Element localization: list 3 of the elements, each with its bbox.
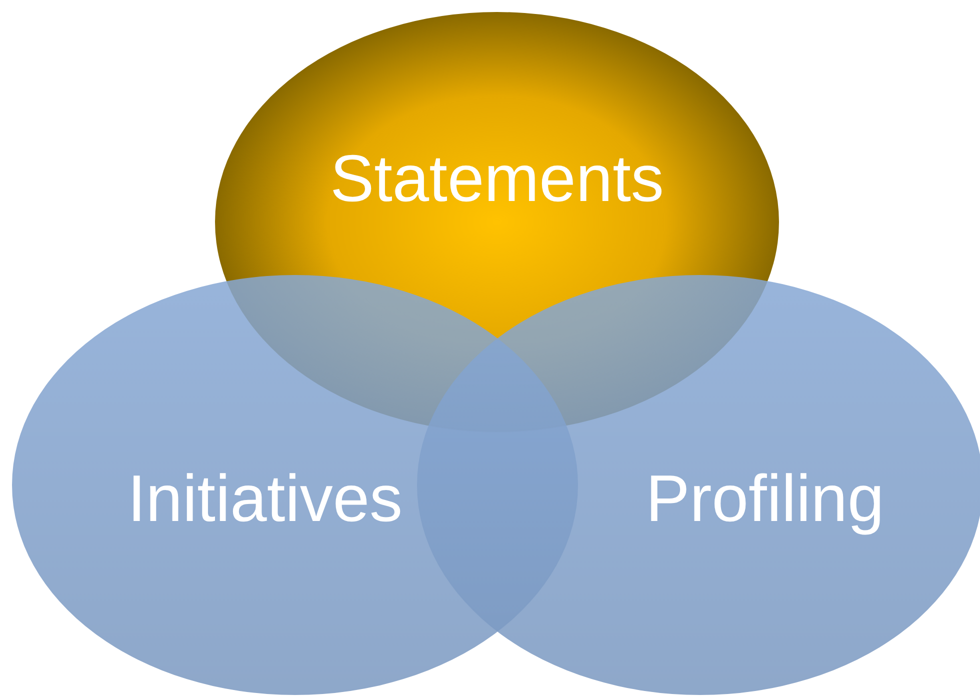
- ellipse-label: Profiling: [646, 460, 884, 536]
- ellipse-label: Initiatives: [127, 460, 403, 536]
- ellipse-label: Statements: [330, 140, 664, 216]
